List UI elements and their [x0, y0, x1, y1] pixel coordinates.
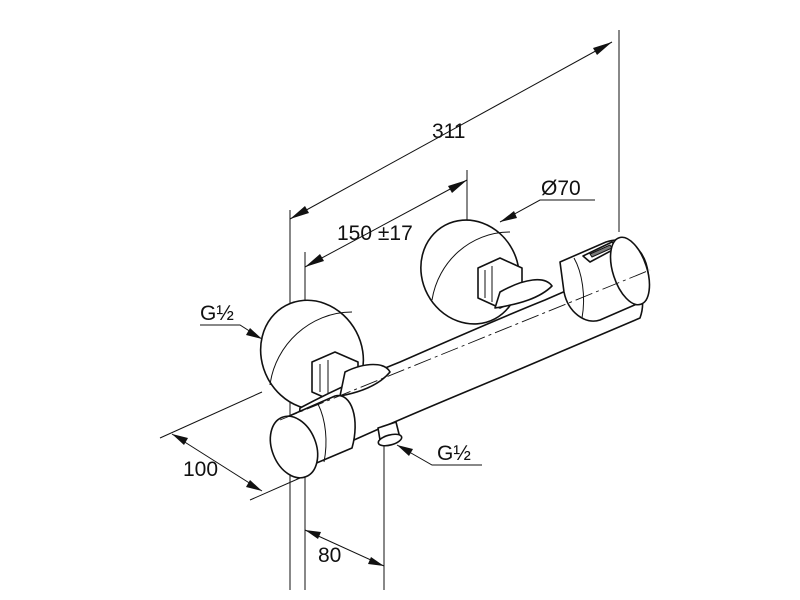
- label-outlet-thread: G½: [437, 442, 471, 465]
- arrow-100-bottom: [246, 480, 262, 491]
- arrow-150-left: [305, 254, 324, 267]
- label-outlet-offset: 80: [318, 544, 341, 567]
- label-escutcheon-diameter: Ø70: [541, 177, 581, 200]
- arrow-80-right: [368, 557, 384, 566]
- centerline-body: [279, 269, 651, 421]
- knob-seam: [573, 257, 585, 319]
- body-connector-right: [494, 279, 553, 309]
- extension-line-100-bottom: [249, 477, 301, 501]
- knob-end-cap: [609, 236, 651, 306]
- arrow-diameter: [500, 211, 517, 222]
- arrow-100-top: [172, 434, 188, 445]
- escutcheon-left-rim: [269, 311, 353, 386]
- dim-line-311: [289, 41, 613, 220]
- outlet-thread-ring: [377, 433, 403, 447]
- arrow-311-right: [593, 42, 612, 55]
- label-depth: 100: [183, 458, 218, 481]
- flow-handle-seam: [317, 403, 327, 463]
- arrow-80-left: [305, 530, 321, 539]
- flow-handle-end-cap: [269, 415, 319, 479]
- label-connection-spacing: 150 ±17: [337, 222, 413, 245]
- arrow-outlet-thread: [397, 445, 413, 456]
- body-connector-left: [339, 363, 391, 397]
- dim-line-150: [304, 179, 468, 268]
- dim-line-100: [171, 433, 263, 492]
- arrow-311-left: [290, 206, 309, 219]
- extension-line-100-top: [159, 391, 263, 439]
- label-overall-length: 311: [432, 120, 465, 143]
- dimension-labels: 311 150 ±17 Ø70 G½ G½ 100 80: [183, 120, 581, 567]
- thermostatic-shower-mixer-icon: [259, 219, 651, 479]
- dimension-lines: [159, 30, 620, 590]
- escutcheon-right-rim: [431, 231, 511, 301]
- arrow-150-right: [448, 180, 467, 193]
- arrow-inlet-thread: [246, 328, 262, 339]
- leader-diameter: [499, 199, 595, 223]
- label-inlet-thread: G½: [200, 302, 234, 325]
